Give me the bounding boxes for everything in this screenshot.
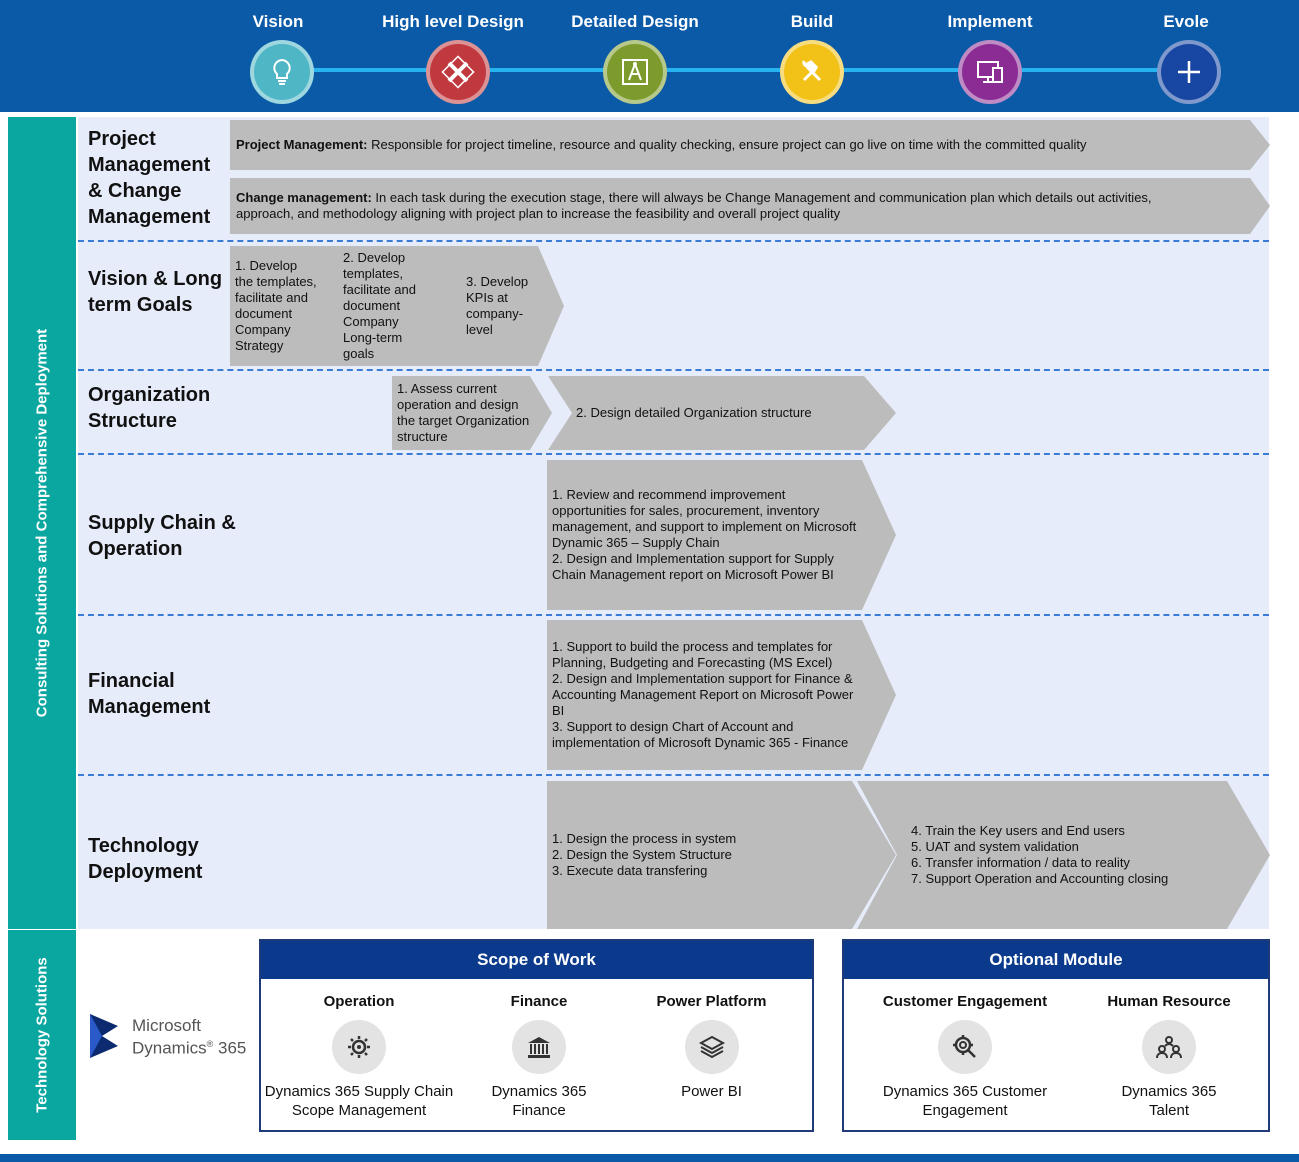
change-management-text: In each task during the execution stage,… bbox=[236, 190, 1152, 221]
phase-label-evole: Evole bbox=[1163, 12, 1209, 31]
bank-icon bbox=[512, 1020, 566, 1074]
scope-of-work-box: Scope of Work Operation Dynamics 365 Sup… bbox=[259, 939, 814, 1132]
logo-registered: ® bbox=[206, 1039, 214, 1049]
gear-cycle-icon bbox=[332, 1020, 386, 1074]
row-divider bbox=[78, 240, 1269, 242]
technology-step-2-arrow: 4. Train the Key users and End users 5. … bbox=[857, 781, 1270, 929]
row-title-vision-goals: Vision & Long term Goals bbox=[88, 268, 223, 316]
module-desc: Dynamics 365 Supply Chain Scope Manageme… bbox=[264, 1083, 454, 1119]
module-title: Finance bbox=[510, 993, 568, 1010]
technology-sidebar-label: Technology Solutions bbox=[33, 957, 51, 1113]
row-divider bbox=[78, 774, 1269, 776]
footer-bar bbox=[0, 1154, 1299, 1162]
module-title: Power Platform bbox=[656, 993, 767, 1010]
devices-icon bbox=[958, 40, 1022, 104]
phase-label-build: Build bbox=[790, 12, 834, 31]
consulting-sidebar: Consulting Solutions and Comprehensive D… bbox=[8, 117, 76, 929]
row-title-supply-chain: Supply Chain & Operation bbox=[88, 512, 236, 560]
module-desc: Dynamics 365 Finance bbox=[491, 1083, 587, 1119]
supply-chain-step: 1. Review and recommend improvement oppo… bbox=[552, 487, 857, 582]
module-desc: Dynamics 365 Customer Engagement bbox=[882, 1083, 1048, 1119]
dynamics-logo-icon bbox=[90, 1014, 118, 1058]
logo-line-2b: 365 bbox=[213, 1038, 247, 1058]
project-management-text: Responsible for project timeline, resour… bbox=[367, 137, 1087, 152]
vision-step-3-arrow: 3. Develop KPIs at company-level bbox=[420, 246, 564, 366]
logo-text: Microsoft Dynamics® 365 bbox=[132, 1016, 246, 1058]
row-divider bbox=[78, 369, 1269, 371]
project-management-arrow: Project Management: Responsible for proj… bbox=[230, 120, 1270, 170]
module-title: Human Resource bbox=[1107, 993, 1231, 1010]
plus-icon bbox=[1157, 40, 1221, 104]
gear-search-icon bbox=[938, 1020, 992, 1074]
organization-step-2: 2. Design detailed Organization structur… bbox=[576, 405, 812, 420]
vision-step-1: 1. Develop the templates, facilitate and… bbox=[235, 258, 317, 353]
vision-step-2: 2. Develop templates, facilitate and doc… bbox=[343, 250, 416, 361]
phase-label-implement: Implement bbox=[947, 12, 1033, 31]
organization-step-1-arrow: 1. Assess current operation and design t… bbox=[392, 376, 552, 450]
module-title: Operation bbox=[323, 993, 395, 1010]
row-title-technology-deployment: Technology Deployment bbox=[88, 835, 203, 883]
phase-label-high-level-design: High level Design bbox=[382, 12, 524, 31]
compass-drafting-icon bbox=[603, 40, 667, 104]
logo-line-1: Microsoft bbox=[132, 1016, 201, 1035]
change-management-bold: Change management: bbox=[236, 190, 372, 205]
technology-step-1-arrow: 1. Design the process in system 2. Desig… bbox=[547, 781, 896, 929]
optional-module-customer-engagement: Customer Engagement Dynamics 365 Custome… bbox=[844, 993, 1086, 1120]
scope-module-finance: Finance Dynamics 365 Finance bbox=[457, 993, 621, 1120]
module-desc: Power BI bbox=[681, 1083, 742, 1100]
technology-sidebar: Technology Solutions bbox=[8, 930, 76, 1140]
scope-module-operation: Operation Dynamics 365 Supply Chain Scop… bbox=[261, 993, 457, 1120]
row-title-financial-management: Financial Management bbox=[88, 670, 211, 718]
lightbulb-icon bbox=[250, 40, 314, 104]
vision-step-3: 3. Develop KPIs at company-level bbox=[466, 274, 529, 337]
consulting-sidebar-label: Consulting Solutions and Comprehensive D… bbox=[33, 328, 51, 718]
module-desc: Dynamics 365 Talent bbox=[1121, 1083, 1217, 1119]
financial-step: 1. Support to build the process and temp… bbox=[552, 639, 854, 750]
row-title-project-management: Project Management & Change Management bbox=[88, 128, 211, 228]
financial-arrow: 1. Support to build the process and temp… bbox=[547, 620, 896, 770]
optional-module-title: Optional Module bbox=[844, 941, 1268, 979]
scope-module-power-platform: Power Platform Power BI bbox=[621, 993, 802, 1101]
phase-label-detailed-design: Detailed Design bbox=[571, 12, 699, 31]
project-management-bold: Project Management: bbox=[236, 137, 368, 152]
change-management-arrow: Change management: In each task during t… bbox=[230, 178, 1270, 234]
optional-module-human-resource: Human Resource Dynamics 365 Talent bbox=[1086, 993, 1252, 1120]
organization-step-1: 1. Assess current operation and design t… bbox=[397, 381, 530, 444]
people-group-icon bbox=[1142, 1020, 1196, 1074]
phase-timeline-line bbox=[283, 68, 1189, 72]
hammer-wrench-icon bbox=[780, 40, 844, 104]
scope-of-work-title: Scope of Work bbox=[261, 941, 812, 979]
row-title-organization-structure: Organization Structure bbox=[88, 384, 211, 432]
logo-line-2: Dynamics bbox=[132, 1038, 207, 1058]
phase-header: Vision High level Design Detailed Design… bbox=[0, 0, 1299, 112]
design-tools-icon bbox=[426, 40, 490, 104]
phase-label-vision: Vision bbox=[252, 12, 304, 31]
microsoft-dynamics-365-logo: Microsoft Dynamics® 365 bbox=[88, 1012, 253, 1062]
row-divider bbox=[78, 614, 1269, 616]
module-title: Customer Engagement bbox=[882, 993, 1048, 1010]
organization-step-2-arrow: 2. Design detailed Organization structur… bbox=[548, 376, 896, 450]
optional-module-box: Optional Module Customer Engagement Dyna… bbox=[842, 939, 1270, 1132]
supply-chain-arrow: 1. Review and recommend improvement oppo… bbox=[547, 460, 896, 610]
technology-step-1: 1. Design the process in system 2. Desig… bbox=[552, 831, 737, 878]
layers-icon bbox=[684, 1020, 739, 1074]
row-divider bbox=[78, 453, 1269, 455]
technology-step-2: 4. Train the Key users and End users 5. … bbox=[911, 823, 1169, 886]
